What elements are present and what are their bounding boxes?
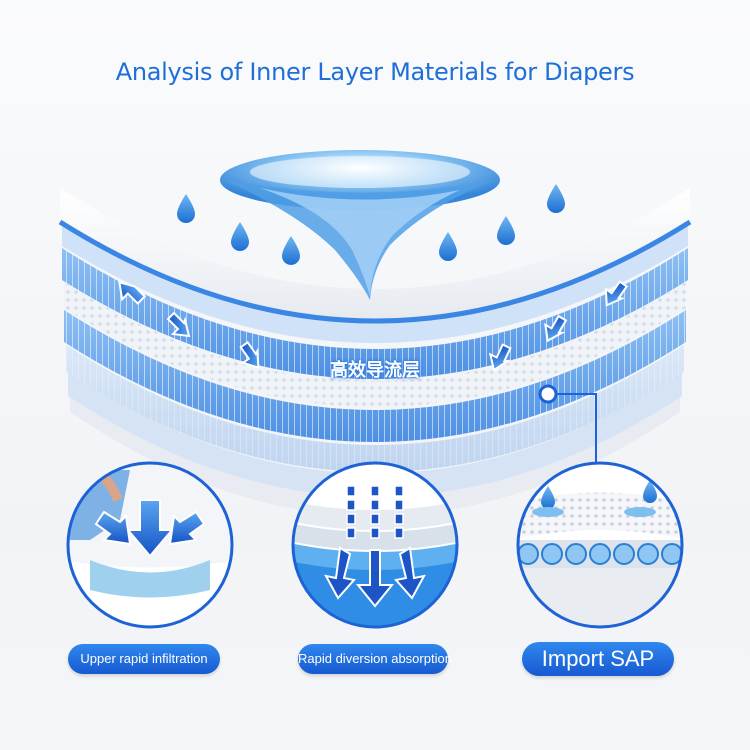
callout-line: [538, 384, 597, 462]
circle-upper-infiltration: [66, 461, 234, 629]
circle-import-sap: [516, 461, 684, 629]
page-title: Analysis of Inner Layer Materials for Di…: [115, 58, 635, 86]
flow-arrows: [118, 280, 629, 372]
diversion-layer-label: 高效导流层: [330, 360, 420, 381]
label-upper-rapid-infiltration: Upper rapid infiltration: [68, 644, 220, 674]
water-vortex: [220, 150, 500, 300]
water-drops: [177, 184, 565, 265]
label-rapid-diversion-absorption: Rapid diversion absorption: [298, 644, 452, 674]
label-import-sap: Import SAP: [522, 642, 674, 676]
layer-stack: [58, 188, 692, 516]
